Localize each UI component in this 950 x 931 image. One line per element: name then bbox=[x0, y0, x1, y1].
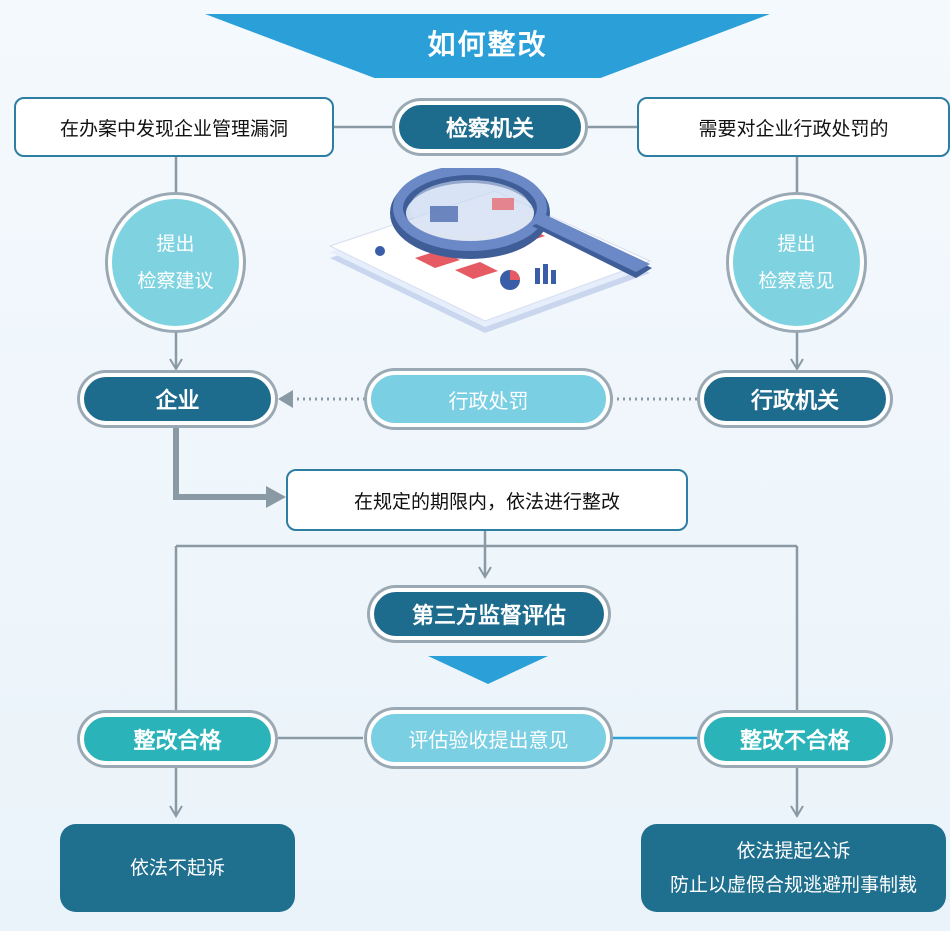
prosecution-line2: 防止以虚假合规逃避刑事制裁 bbox=[669, 874, 917, 896]
evaluate-text: 评估验收提出意见 bbox=[408, 727, 569, 752]
qualified-pill: 整改合格 bbox=[80, 713, 275, 765]
circle-right-line2: 检察意见 bbox=[758, 269, 835, 292]
enterprise-pill: 企业 bbox=[80, 373, 275, 425]
admin-penalty-text: 行政处罚 bbox=[448, 388, 529, 413]
procuratorial-opinion-circle: 提出 检察意见 bbox=[729, 195, 864, 330]
evaluate-pill: 评估验收提出意见 bbox=[367, 710, 610, 766]
prosecution-line1: 依法提起公诉 bbox=[736, 839, 851, 862]
qualified-text: 整改合格 bbox=[133, 729, 222, 754]
procuratorial-advice-circle: 提出 检察建议 bbox=[108, 195, 243, 330]
rectify-text: 在规定的期限内，依法进行整改 bbox=[353, 490, 620, 513]
unqualified-pill: 整改不合格 bbox=[700, 713, 890, 765]
magnifier-report-icon bbox=[328, 168, 652, 333]
no-prosecution-text: 依法不起诉 bbox=[129, 856, 225, 879]
procuratorate-text: 检察机关 bbox=[445, 117, 534, 142]
enterprise-text: 企业 bbox=[155, 389, 200, 414]
third-party-text: 第三方监督评估 bbox=[411, 604, 566, 629]
unqualified-text: 整改不合格 bbox=[739, 729, 850, 754]
rectify-box: 在规定的期限内，依法进行整改 bbox=[286, 469, 688, 531]
page-title: 如何整改 bbox=[427, 28, 548, 61]
circle-right-line1: 提出 bbox=[777, 233, 816, 256]
circle-left-line2: 检察建议 bbox=[137, 269, 214, 292]
penalty-need-text: 需要对企业行政处罚的 bbox=[698, 117, 889, 140]
admin-agency-pill: 行政机关 bbox=[700, 373, 890, 425]
no-prosecution-box: 依法不起诉 bbox=[60, 824, 295, 912]
discover-box: 在办案中发现企业管理漏洞 bbox=[14, 97, 334, 157]
penalty-need-box: 需要对企业行政处罚的 bbox=[637, 97, 950, 157]
procuratorate-pill: 检察机关 bbox=[395, 101, 585, 153]
admin-agency-text: 行政机关 bbox=[750, 389, 839, 414]
discover-text: 在办案中发现企业管理漏洞 bbox=[59, 117, 288, 140]
third-party-pill: 第三方监督评估 bbox=[370, 588, 608, 640]
admin-penalty-pill: 行政处罚 bbox=[367, 371, 610, 427]
prosecution-box: 依法提起公诉 防止以虚假合规逃避刑事制裁 bbox=[641, 824, 946, 912]
circle-left-line1: 提出 bbox=[156, 233, 195, 256]
